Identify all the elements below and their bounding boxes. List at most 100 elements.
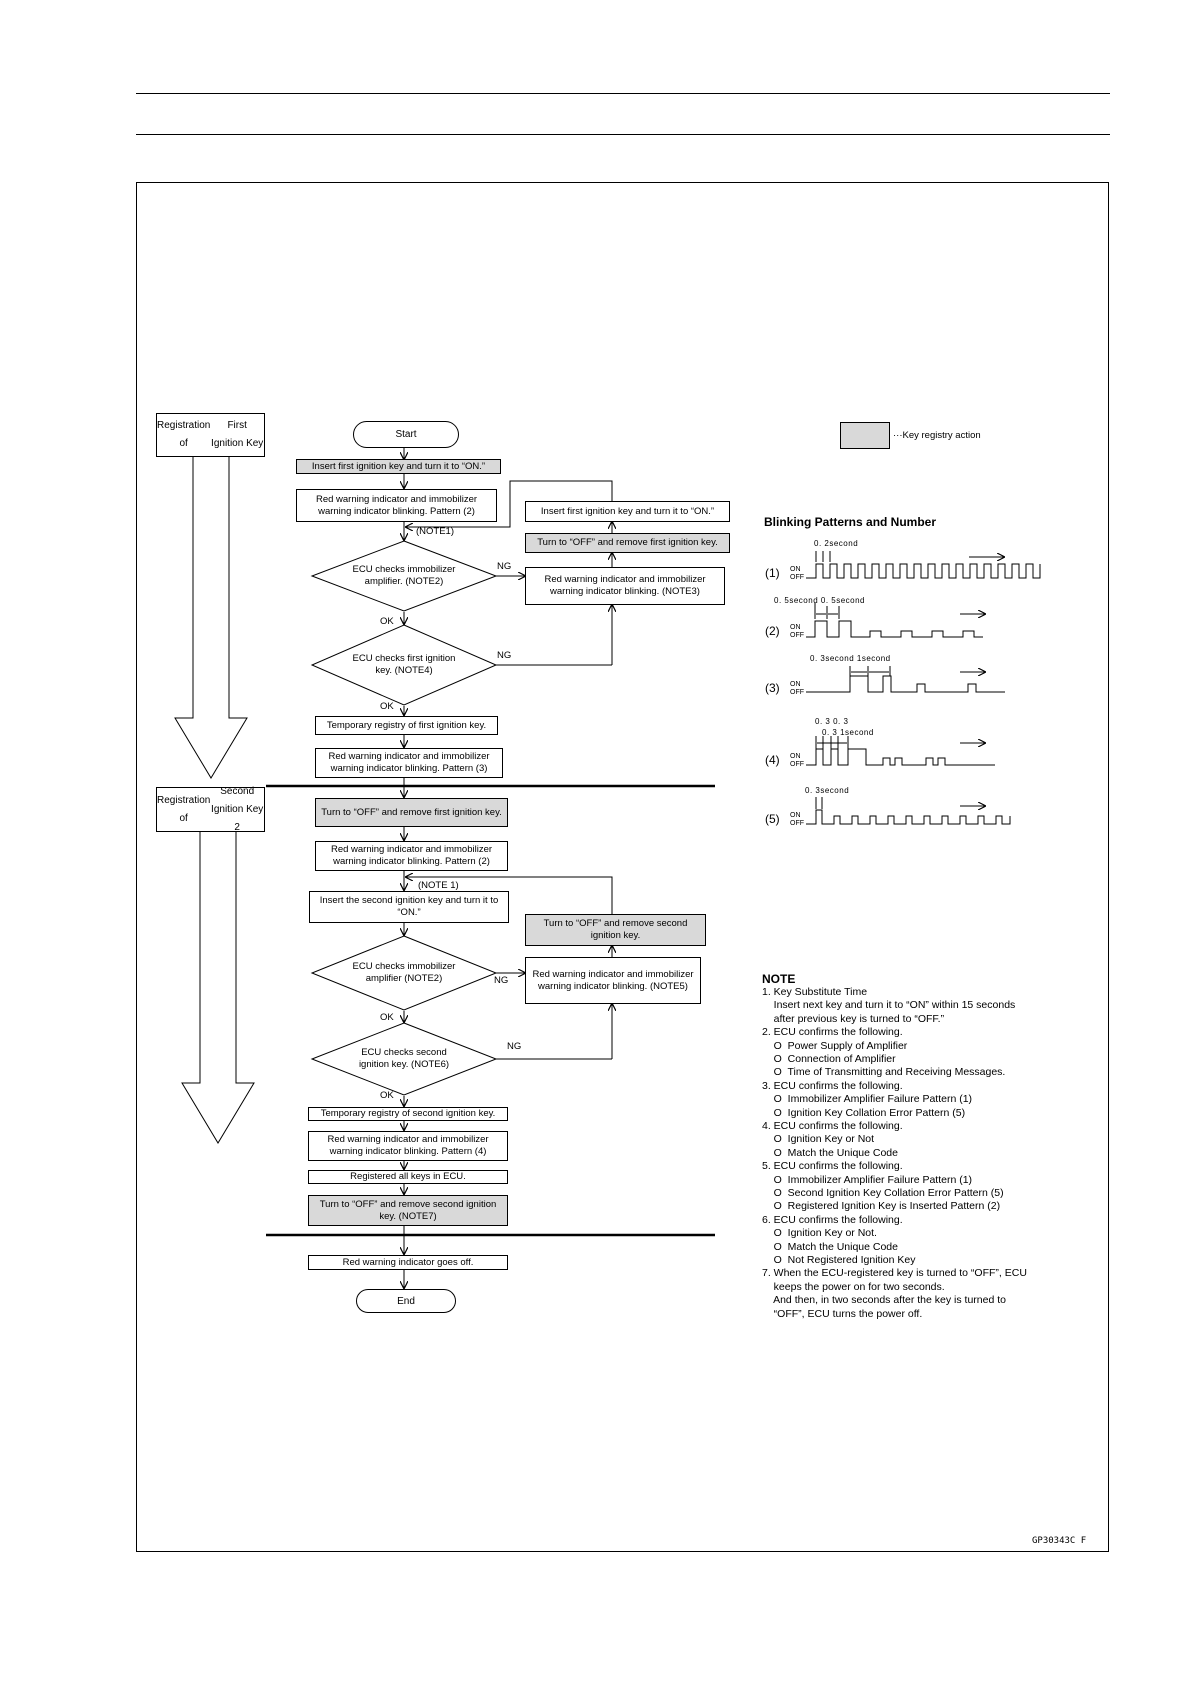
retry-insert-first-key: Insert first ignition key and turn it to… <box>525 501 730 522</box>
blink-title: Blinking Patterns and Number <box>764 515 937 529</box>
note1-label-b: (NOTE 1) <box>418 880 459 891</box>
ng-label-1: NG <box>497 561 512 572</box>
wave-2 <box>806 620 983 638</box>
decision-check-first-key: ECU checks first ignition key. (NOTE4) <box>352 653 456 676</box>
note-line: 2. ECU confirms the following. <box>762 1026 903 1039</box>
step-remove-second-key: Turn to “OFF” and remove second ignition… <box>308 1195 508 1226</box>
wave-3 <box>806 675 1005 693</box>
retry-blink-note5: Red warning indicator and immobilizer wa… <box>525 957 701 1004</box>
note-line: And then, in two seconds after the key i… <box>762 1294 1006 1307</box>
stage-second-key-l1: Registration of <box>157 794 211 824</box>
pattern-2-on: ON <box>790 624 801 631</box>
wave-1 <box>806 563 1041 579</box>
pattern-4-off: OFF <box>790 761 804 768</box>
figure-code: GP30343C F <box>1032 1536 1087 1546</box>
ng-label-2: NG <box>497 650 512 661</box>
note-line: O Connection of Amplifier <box>762 1053 896 1065</box>
pattern-1-timing: 0. 2second <box>814 539 859 548</box>
note-line: 7. When the ECU-registered key is turned… <box>762 1267 1027 1280</box>
ok-label-3: OK <box>380 1012 394 1023</box>
pattern-5-timing: 0. 3second <box>805 786 850 795</box>
step-blink-pattern-2a: Red warning indicator and immobilizer wa… <box>296 489 497 522</box>
note-line: 6. ECU confirms the following. <box>762 1213 903 1226</box>
step-blink-pattern-3: Red warning indicator and immobilizer wa… <box>315 748 503 778</box>
header-rule-bottom <box>136 134 1110 135</box>
step-insert-second-key: Insert the second ignition key and turn … <box>309 891 509 923</box>
ok-label-2: OK <box>380 701 394 712</box>
step-blink-pattern-4: Red warning indicator and immobilizer wa… <box>308 1131 508 1161</box>
stage-first-key-l2: First Ignition Key <box>211 420 264 449</box>
retry-remove-second-key: Turn to “OFF” and remove second ignition… <box>525 914 706 946</box>
note-line: O Ignition Key Collation Error Pattern (… <box>762 1106 966 1119</box>
step-remove-first-key: Turn to “OFF” and remove first ignition … <box>315 798 508 827</box>
note-line: 5. ECU confirms the following. <box>762 1160 903 1173</box>
stage-arrow-1 <box>174 457 248 779</box>
step-indicator-off: Red warning indicator goes off. <box>308 1255 508 1270</box>
decision-check-amp-1: ECU checks immobilizer amplifier. (NOTE2… <box>352 564 456 587</box>
note-line: “OFF”, ECU turns the power off. <box>762 1307 923 1320</box>
pattern-3-off: OFF <box>790 689 804 696</box>
note-line: 3. ECU confirms the following. <box>762 1079 903 1092</box>
note-line: O Not Registered Ignition Key <box>762 1254 916 1266</box>
ok-label-1: OK <box>380 616 394 627</box>
pattern-4-timing-2: 0. 3 1second <box>822 728 874 737</box>
pattern-2-off: OFF <box>790 632 804 639</box>
note-line: 1. Key Substitute Time <box>762 986 868 998</box>
note-line: Insert next key and turn it to “ON” with… <box>762 999 1016 1012</box>
pattern-2-label: (2) <box>765 624 780 638</box>
note-line: O Immobilizer Amplifier Failure Pattern … <box>762 1093 973 1106</box>
step-temp-registry-first: Temporary registry of first ignition key… <box>315 716 498 735</box>
figure-frame <box>136 182 1109 1552</box>
header-rule-top <box>136 93 1110 94</box>
retry-blink-note3: Red warning indicator and immobilizer wa… <box>525 567 725 605</box>
note-line: O Time of Transmitting and Receiving Mes… <box>762 1066 1006 1079</box>
pattern-5-on: ON <box>790 812 801 819</box>
pattern-3-timing: 0. 3second 1second <box>810 654 891 663</box>
retry-remove-first-key: Turn to “OFF” and remove first ignition … <box>525 533 730 553</box>
decision-check-amp-2: ECU checks immobilizer amplifier (NOTE2) <box>352 961 456 984</box>
wave-5 <box>806 809 1011 825</box>
pattern-4-label: (4) <box>765 753 780 767</box>
legend-swatch <box>840 422 890 449</box>
end-terminal: End <box>356 1289 456 1313</box>
pattern-3-on: ON <box>790 681 801 688</box>
note-line: O Ignition Key or Not. <box>762 1227 877 1240</box>
note-line: O Immobilizer Amplifier Failure Pattern … <box>762 1173 973 1186</box>
step-registered-all-keys: Registered all keys in ECU. <box>308 1170 508 1184</box>
stage-second-key-l2: Second Ignition Key 2 <box>211 785 264 833</box>
ng-label-3: NG <box>494 975 509 986</box>
pattern-1-off: OFF <box>790 574 804 581</box>
wave-4 <box>806 748 995 766</box>
start-terminal: Start <box>353 421 459 448</box>
note-line: keeps the power on for two seconds. <box>762 1280 945 1293</box>
pattern-1-on: ON <box>790 566 801 573</box>
note-line: 4. ECU confirms the following. <box>762 1120 903 1132</box>
decision-check-second-key: ECU checks second ignition key. (NOTE6) <box>358 1047 450 1070</box>
ng-label-4: NG <box>507 1041 522 1052</box>
step-temp-registry-second: Temporary registry of second ignition ke… <box>308 1107 508 1121</box>
stage-first-key-l1: Registration of <box>157 420 211 449</box>
note-line: O Registered Ignition Key is Inserted Pa… <box>762 1200 1001 1213</box>
note-line: after previous key is turned to “OFF.” <box>762 1012 945 1025</box>
pattern-1-label: (1) <box>765 566 780 580</box>
note-line: O Power Supply of Amplifier <box>762 1039 908 1052</box>
note-line: O Match the Unique Code <box>762 1240 898 1253</box>
note-line: O Match the Unique Code <box>762 1146 898 1159</box>
pattern-4-on: ON <box>790 753 801 760</box>
stage-arrow-2 <box>181 817 255 1144</box>
pattern-4-timing-1: 0. 3 0. 3 <box>815 717 849 726</box>
pattern-3-label: (3) <box>765 681 780 695</box>
pattern-5-off: OFF <box>790 820 804 827</box>
step-blink-pattern-2b: Red warning indicator and immobilizer wa… <box>315 841 508 871</box>
pattern-5-label: (5) <box>765 812 780 826</box>
pattern-2-timing: 0. 5second 0. 5second <box>774 596 866 605</box>
legend-text: ···Key registry action <box>893 430 981 441</box>
ok-label-4: OK <box>380 1090 394 1101</box>
note1-label-a: (NOTE1) <box>416 526 454 537</box>
step-insert-first-key: Insert first ignition key and turn it to… <box>296 459 501 474</box>
note-line: O Second Ignition Key Collation Error Pa… <box>762 1187 1004 1199</box>
note-title: NOTE <box>762 972 796 986</box>
